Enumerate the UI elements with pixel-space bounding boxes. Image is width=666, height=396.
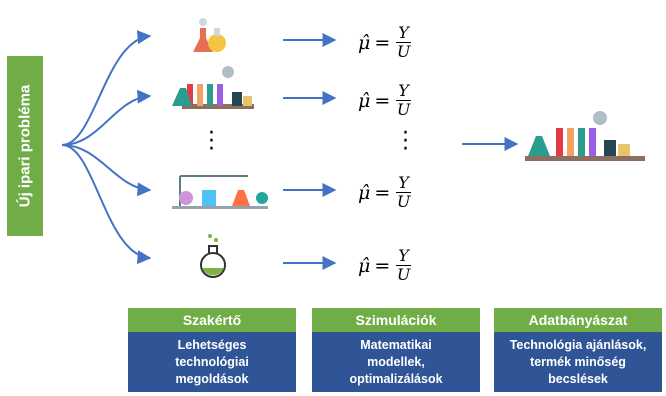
branch-arrow-2 <box>61 89 152 146</box>
column-expert-head: Szakértő <box>128 308 296 332</box>
branch-arrow-4 <box>61 144 152 265</box>
branch-arrow-3 <box>61 144 152 197</box>
round-flask-icon <box>200 234 226 278</box>
column-simulation-head: Szimulációk <box>312 308 480 332</box>
problem-label-box: Új ipari probléma <box>7 56 43 236</box>
lab-apparatus-icon <box>172 175 268 209</box>
column-datamining-head: Adatbányászat <box>494 308 662 332</box>
column-datamining: Adatbányászat Technológia ajánlások,term… <box>494 308 662 392</box>
branch-arrow-1 <box>61 30 152 146</box>
flasks-icon <box>193 18 226 52</box>
lab-set-icon <box>525 111 645 161</box>
vdots-left: ··· <box>208 121 215 162</box>
lab-rack-icon <box>172 66 254 109</box>
vdots-right: ··· <box>402 121 409 162</box>
